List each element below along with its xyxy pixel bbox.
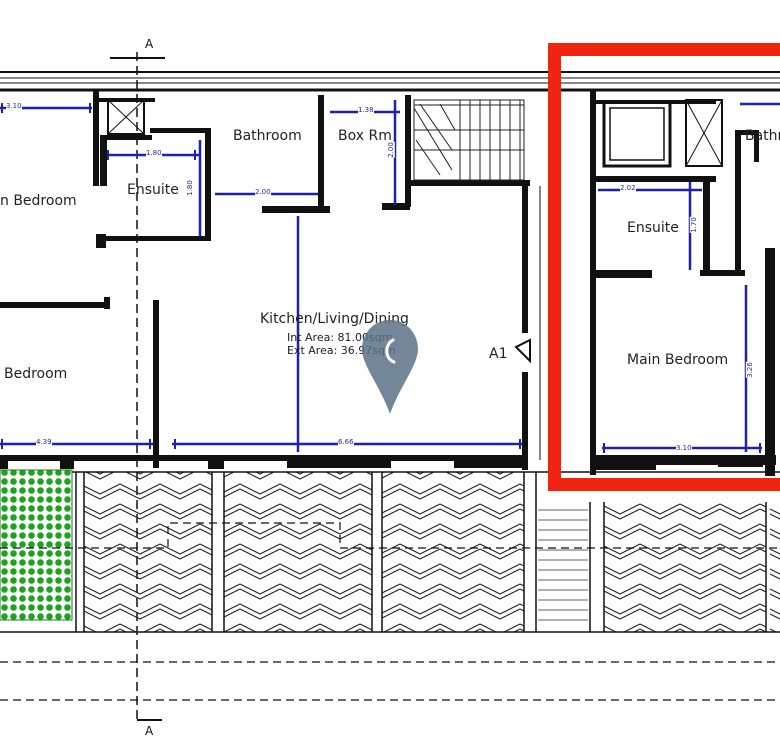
garden-planter — [0, 469, 73, 621]
room-label-bedroom-top: n Bedroom — [0, 193, 77, 209]
terrace-outline — [0, 471, 780, 633]
shaft-box-right — [602, 99, 723, 168]
dimension-label: 2.00 — [386, 142, 395, 158]
dimension-label: 1.80 — [146, 149, 162, 157]
room-label-bathroom: Bathroom — [233, 128, 302, 144]
dimension-label: 2.02 — [620, 184, 636, 192]
terrace-paving — [84, 472, 780, 632]
dimension-label: 4.39 — [36, 438, 52, 446]
room-label-ensuite-left: Ensuite — [127, 182, 179, 198]
dimension-label: 6.66 — [338, 438, 354, 446]
shaft-box-left — [107, 99, 145, 135]
dimension-label: 1.80 — [185, 180, 194, 196]
room-label-box-room: Box Rm — [338, 128, 392, 144]
room-label-ensuite-right: Ensuite — [627, 220, 679, 236]
dimension-ticks — [1, 103, 761, 453]
staircase — [413, 99, 525, 181]
highlight-frame — [548, 43, 780, 491]
section-mark-bottom: A — [145, 724, 154, 738]
room-label-bathroom-right: Bathr — [745, 128, 780, 144]
dimension-label: 1.38 — [358, 106, 374, 114]
terrace-steps — [538, 509, 588, 621]
dimension-label: 3.10 — [6, 102, 22, 110]
room-label-kitchen: Kitchen/Living/Dining — [260, 311, 409, 327]
dimension-label: 2.00 — [255, 188, 271, 196]
overhang-lines — [0, 522, 780, 701]
room-label-bedroom-bottom: Bedroom — [4, 366, 68, 382]
top-parapet — [0, 57, 780, 92]
unit-mark: A1 — [489, 346, 508, 362]
walls — [0, 90, 776, 476]
dimension-label: 3.10 — [676, 444, 692, 452]
unit-arrow — [514, 338, 531, 364]
location-pin-icon[interactable] — [360, 318, 420, 416]
room-label-main-bedroom: Main Bedroom — [627, 352, 729, 368]
section-mark-top: A — [145, 37, 154, 51]
